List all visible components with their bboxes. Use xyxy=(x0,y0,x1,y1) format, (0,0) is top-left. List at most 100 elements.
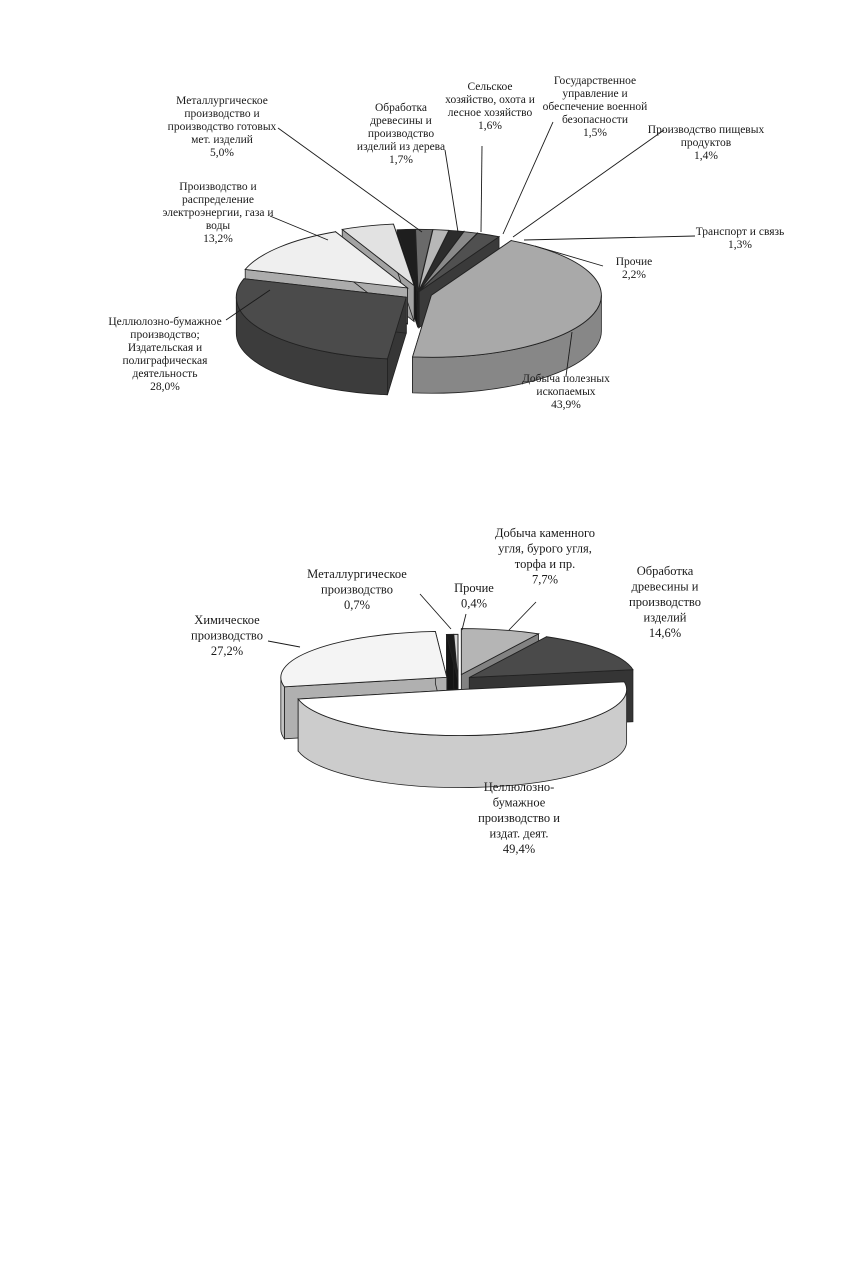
chart1-value-label-6: 1,5% xyxy=(583,127,607,139)
chart1-category-label-1: производство; xyxy=(130,329,199,341)
chart2-category-label-4: Металлургическое xyxy=(307,567,407,581)
chart1-category-label-3: производство и xyxy=(184,108,259,120)
chart1-category-label-1: Целлюлозно-бумажное xyxy=(108,316,221,328)
chart1-category-label-2: электроэнергии, газа и xyxy=(162,207,273,219)
chart2-category-label-0: угля, бурого угля, xyxy=(498,542,592,556)
chart1-slice-2 xyxy=(244,231,409,289)
chart1-category-label-6: обеспечение военной xyxy=(543,101,648,113)
chart2-category-label-1: изделий xyxy=(644,611,687,625)
chart2-category-label-4: производство xyxy=(321,583,393,597)
chart1-leader-line-8 xyxy=(523,235,696,241)
chart1-category-label-0: Добыча полезных xyxy=(522,373,610,385)
chart1-category-label-2: Производство и xyxy=(179,181,256,193)
chart2-category-label-3: производство xyxy=(191,629,263,643)
chart2-category-label-1: Обработка xyxy=(637,564,694,578)
chart2-category-label-2: производство и xyxy=(478,811,560,825)
chart1-category-label-8: Транспорт и связь xyxy=(696,226,785,238)
chart1-category-label-1: полиграфическая xyxy=(123,355,209,367)
chart2-leader-line-5 xyxy=(461,613,467,631)
chart2-value-label-0: 7,7% xyxy=(532,573,558,587)
chart1-value-label-0: 43,9% xyxy=(551,399,581,411)
chart1-category-label-2: распределение xyxy=(182,194,254,206)
chart1-value-label-2: 13,2% xyxy=(203,233,233,245)
chart1-leader-line-7 xyxy=(512,129,665,238)
chart2-category-label-2: издат. деят. xyxy=(489,827,548,841)
chart1-leader-line-3 xyxy=(277,127,423,233)
chart2-data-label-0: Добыча каменного угля, бурого угля,торфа … xyxy=(495,526,595,587)
chart1-value-label-1: 28,0% xyxy=(150,381,180,393)
chart2-value-label-1: 14,6% xyxy=(649,626,681,640)
chart2-value-label-3: 27,2% xyxy=(211,644,243,658)
chart2-category-label-5: Прочие xyxy=(454,581,494,595)
chart2-leader-line-4 xyxy=(419,593,452,630)
chart2-slice-0 xyxy=(460,628,541,676)
chart1-leader-line-2 xyxy=(269,215,329,241)
chart1-slice-3 xyxy=(341,223,416,287)
chart1-leader-line-9 xyxy=(534,245,604,267)
chart1-category-label-6: Государственное xyxy=(554,75,636,87)
chart1-category-label-1: Издательская и xyxy=(128,342,202,354)
chart1-category-label-7: Производство пищевых xyxy=(648,124,765,136)
chart2-slice-1 xyxy=(469,636,634,678)
chart2-category-label-0: торфа и пр. xyxy=(515,557,575,571)
chart1-category-label-3: Металлургическое xyxy=(176,95,268,107)
chart2-category-label-2: Целлюлозно- xyxy=(484,780,555,794)
chart2-category-label-0: Добыча каменного xyxy=(495,526,595,540)
chart2-leader-line-0 xyxy=(508,601,537,631)
pie-chart-manufacturing: Добыча каменного угля, бурого угля,торфа … xyxy=(191,526,701,856)
chart1-category-label-3: производство готовых xyxy=(168,121,277,133)
chart1-value-label-5: 1,6% xyxy=(478,120,502,132)
chart1-category-label-4: Обработка xyxy=(375,102,427,114)
chart1-category-label-6: безопасности xyxy=(562,114,628,126)
chart1-category-label-5: лесное хозяйство xyxy=(448,107,533,119)
chart2-value-label-4: 0,7% xyxy=(344,598,370,612)
chart1-leader-line-5 xyxy=(480,145,483,233)
chart1-leader-line-4 xyxy=(444,149,459,233)
chart2-value-label-5: 0,4% xyxy=(461,597,487,611)
chart1-category-label-5: хозяйство, охота и xyxy=(445,94,535,106)
chart1-category-label-5: Сельское xyxy=(467,81,512,93)
chart2-category-label-3: Химическое xyxy=(194,613,260,627)
chart1-category-label-1: деятельность xyxy=(133,368,198,380)
chart1-value-label-7: 1,4% xyxy=(694,150,718,162)
chart1-slice-9 xyxy=(418,232,501,292)
chart2-slice-2 xyxy=(297,681,628,737)
chart1-slice-0 xyxy=(411,240,602,358)
chart1-category-label-4: производство xyxy=(368,128,434,140)
chart1-category-label-3: мет. изделий xyxy=(191,134,253,146)
chart2-slice-3 xyxy=(280,631,448,688)
chart1-leader-line-0 xyxy=(565,331,573,377)
chart1-category-label-0: ископаемых xyxy=(536,386,595,398)
chart1-leader-line-6 xyxy=(502,121,554,235)
chart1-value-label-9: 2,2% xyxy=(622,269,646,281)
chart2-slice-5 xyxy=(453,633,459,681)
chart2-category-label-1: производство xyxy=(629,595,701,609)
chart1-category-label-2: воды xyxy=(206,220,231,232)
chart2-category-label-1: древесины и xyxy=(632,580,699,594)
chart2-data-label-5: Прочие 0,4% xyxy=(454,581,494,611)
chart1-value-label-4: 1,7% xyxy=(389,154,413,166)
chart1-value-label-3: 5,0% xyxy=(210,147,234,159)
chart1-category-label-4: древесины и xyxy=(370,115,432,127)
chart1-category-label-4: изделий из дерева xyxy=(357,141,445,153)
chart1-leader-line-1 xyxy=(225,289,271,321)
chart2-category-label-2: бумажное xyxy=(493,796,546,810)
chart1-value-label-8: 1,3% xyxy=(728,239,752,251)
chart2-leader-line-3 xyxy=(267,640,301,648)
